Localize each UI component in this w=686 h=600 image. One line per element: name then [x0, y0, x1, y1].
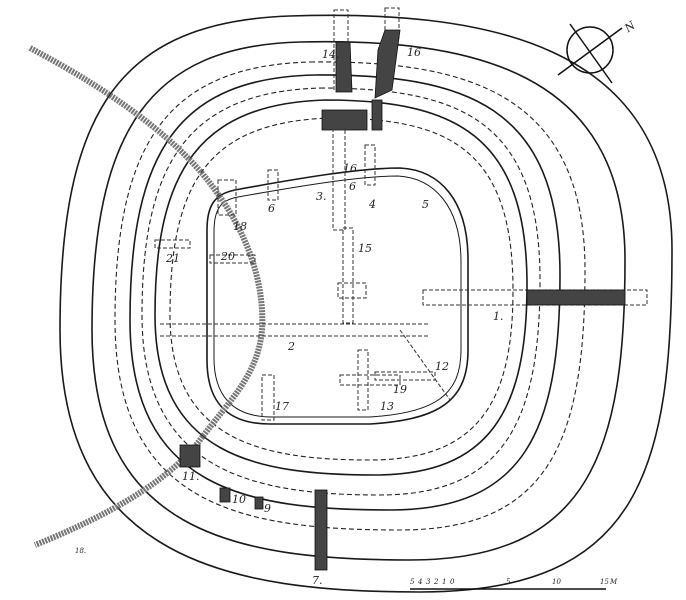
label-18-river: 18. — [75, 547, 86, 555]
river — [28, 45, 266, 548]
scale-tick: 5 — [506, 578, 511, 586]
label-16: 16 — [407, 46, 421, 59]
label-20: 20 — [220, 250, 235, 263]
outer-rampart — [59, 14, 673, 593]
label-17: 17 — [275, 400, 289, 413]
ditch-line-2 — [114, 61, 586, 531]
inner-enclosure — [206, 167, 469, 425]
gate-bastion-14 — [335, 41, 353, 93]
scale-tick: 5 — [410, 578, 415, 586]
label-10: 10 — [232, 493, 246, 506]
label-5: 5 — [422, 198, 429, 211]
label-19: 19 — [393, 383, 407, 396]
label-13: 13 — [380, 400, 394, 413]
label-11: 11. — [182, 470, 200, 483]
scale-bar: 5 4 3 2 1 0 5 10 15 M — [410, 578, 618, 590]
label-21: 21 — [165, 252, 180, 265]
label-16-center: 16 — [343, 162, 357, 175]
ditch-line-3 — [129, 74, 561, 511]
label-15: 15 — [358, 242, 372, 255]
label-6-center: 6 — [349, 180, 356, 193]
scale-tick: 15 — [600, 578, 609, 586]
label-18: 18 — [233, 220, 247, 233]
label-6: 6 — [268, 202, 275, 215]
label-7: 7. — [312, 574, 323, 587]
trench-1-section — [526, 289, 626, 306]
scale-tick: 1 — [442, 578, 446, 586]
label-3: 3. — [316, 190, 327, 203]
compass-north-label: N — [621, 19, 637, 36]
label-9: 9 — [264, 502, 271, 515]
scale-tick: 2 — [433, 578, 439, 586]
compass-icon: N — [557, 19, 638, 84]
label-4: 4 — [368, 198, 376, 211]
scale-unit: M — [609, 578, 618, 586]
ditch-line-6 — [169, 117, 514, 461]
ditch-line-5 — [154, 99, 528, 476]
scale-tick: 3 — [426, 578, 431, 586]
trenches — [154, 7, 648, 571]
label-1: 1. — [493, 310, 504, 323]
ditch-line-4 — [141, 87, 541, 496]
label-2: 2 — [287, 340, 295, 353]
gate-bastion-16 — [374, 29, 401, 99]
label-14: 14. — [322, 48, 340, 61]
label-12: 12 — [435, 360, 449, 373]
scale-tick: 0 — [450, 578, 455, 586]
ramparts — [59, 14, 673, 593]
scale-tick: 10 — [552, 578, 561, 586]
feature-labels: 1. 2 3. 4 5 6 6 7. 9 10 11. 12 13 14. 15… — [75, 46, 504, 587]
scale-tick: 4 — [417, 578, 422, 586]
ditch-line-1 — [91, 40, 626, 561]
